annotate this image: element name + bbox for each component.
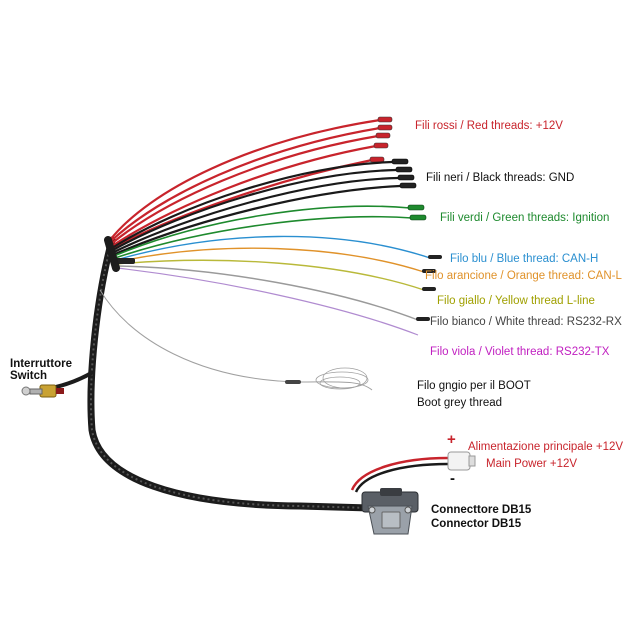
red-wires: [109, 118, 381, 249]
white-thread-label: Filo bianco / White thread: RS232-RX: [430, 316, 622, 328]
yellow-wire-pin: [422, 287, 436, 291]
db15-connector: [361, 488, 419, 535]
black-wire-pins: [391, 158, 417, 189]
power-minus-sign: -: [450, 470, 455, 487]
toggle-switch: [21, 384, 64, 398]
boot-grey-wire: [99, 289, 373, 391]
power-plus-sign: +: [447, 431, 456, 448]
blue-wire: [115, 235, 431, 261]
yellow-thread-label: Filo giallo / Yellow thread L-line: [437, 295, 595, 307]
switch-label-it: Interruttore: [10, 358, 72, 370]
switch-cable: [51, 370, 95, 390]
blue-wire-pin: [428, 255, 442, 259]
main-power-label-it: Alimentazione principale +12V: [468, 441, 624, 453]
green-threads-label: Fili verdi / Green threads: Ignition: [440, 212, 610, 224]
boot-wire-label-it: Filo gngio per il BOOT: [417, 380, 531, 392]
orange-wire: [115, 247, 425, 273]
boot-wire-label-en: Boot grey thread: [417, 397, 503, 409]
power-plug: [447, 451, 476, 471]
red-wire-pins: [369, 116, 393, 163]
green-wires: [113, 205, 413, 259]
red-threads-label: Fili rossi / Red threads: +12V: [415, 120, 563, 132]
power-cable-black: [354, 462, 449, 493]
black-threads-label: Fili neri / Black threads: GND: [426, 172, 575, 184]
orange-thread-label: Filo arancione / Orange thread: CAN-L: [425, 270, 622, 282]
violet-wire: [116, 267, 419, 336]
blue-thread-label: Filo blu / Blue thread: CAN-H: [450, 253, 599, 265]
main-power-label-en: Main Power +12V: [486, 458, 578, 470]
yellow-wire: [116, 259, 425, 291]
connector-label-en: Connector DB15: [431, 518, 522, 530]
white-wire-pin: [416, 317, 430, 321]
white-wire: [116, 265, 419, 321]
boot-wire-coil: [315, 367, 369, 390]
connector-label-it: Connecttore DB15: [431, 504, 532, 516]
violet-thread-label: Filo viola / Violet thread: RS232-TX: [430, 346, 610, 358]
black-wires: [111, 160, 401, 256]
power-cable-red: [350, 456, 449, 491]
green-wire-pins: [407, 204, 427, 221]
cable-break: [104, 236, 120, 272]
orange-wire-pin: [422, 269, 436, 273]
main-cable-braid: [90, 239, 371, 509]
boot-wire-pin: [285, 380, 301, 384]
switch-label-en: Switch: [10, 370, 48, 382]
